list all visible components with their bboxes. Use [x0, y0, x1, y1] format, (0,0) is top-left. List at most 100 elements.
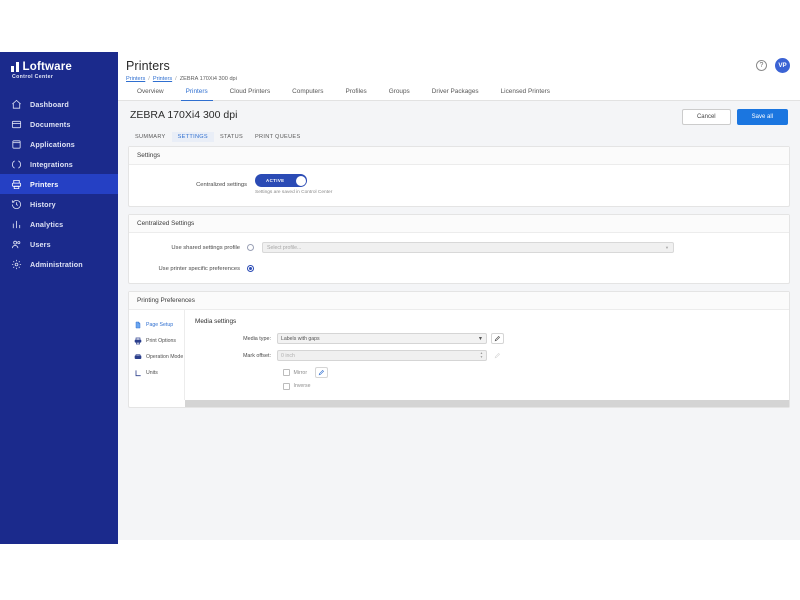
- sidebar-item-label: History: [30, 199, 56, 209]
- breadcrumb-link-first[interactable]: Printers: [126, 76, 146, 82]
- tab-profiles[interactable]: Profiles: [345, 88, 367, 95]
- analytics-icon: [11, 219, 22, 230]
- breadcrumb-separator: /: [148, 76, 150, 82]
- toggle-state-label: ACTIVE: [266, 178, 285, 183]
- profile-select[interactable]: Select profile... ▼: [262, 242, 674, 253]
- sidebar-item-users[interactable]: Users: [0, 234, 118, 254]
- inverse-row: Inverse: [283, 383, 779, 390]
- pencil-icon: [318, 370, 325, 376]
- pref-item-units[interactable]: Units: [129, 365, 184, 381]
- subtab-print-queues[interactable]: PRINT QUEUES: [255, 134, 301, 140]
- stepper-icon[interactable]: ▲▼: [479, 350, 483, 359]
- pref-item-label: Page Setup: [146, 322, 174, 328]
- shared-profile-radio[interactable]: [247, 244, 254, 251]
- help-icon[interactable]: ?: [756, 60, 767, 71]
- cancel-button[interactable]: Cancel: [681, 109, 731, 125]
- sidebar-item-label: Dashboard: [30, 99, 69, 109]
- save-all-button[interactable]: Save all: [736, 109, 788, 125]
- breadcrumb-link-second[interactable]: Printers: [152, 76, 173, 82]
- sidebar-item-label: Integrations: [30, 159, 73, 169]
- sidebar: Loftware Control Center Dashboard Docume…: [0, 52, 118, 544]
- printer-title: ZEBRA 170Xi4 300 dpi: [130, 109, 238, 121]
- sidebar-item-label: Administration: [30, 259, 83, 269]
- sidebar-item-applications[interactable]: Applications: [0, 134, 118, 154]
- tab-printers[interactable]: Printers: [175, 88, 219, 101]
- tab-licensed-printers[interactable]: Licensed Printers: [500, 88, 550, 95]
- tab-computers[interactable]: Computers: [292, 88, 324, 95]
- tab-driver-packages[interactable]: Driver Packages: [431, 88, 479, 95]
- main-area: Printers Printers / Printers / ZEBRA 170…: [118, 52, 800, 544]
- media-type-value: Labels with gaps: [281, 335, 320, 342]
- pref-item-operation-mode[interactable]: Operation Mode: [129, 349, 184, 365]
- loftware-logo-icon: [11, 62, 19, 72]
- integrations-icon: [11, 159, 22, 170]
- sidebar-item-administration[interactable]: Administration: [0, 254, 118, 274]
- tab-cloud-printers[interactable]: Cloud Printers: [229, 88, 271, 95]
- operation-mode-icon: [134, 353, 142, 361]
- printer-specific-radio[interactable]: [247, 265, 254, 272]
- centralized-settings-control: ACTIVE Settings are saved in Control Cen…: [255, 174, 332, 195]
- sidebar-item-documents[interactable]: Documents: [0, 114, 118, 134]
- subtab-summary[interactable]: SUMMARY: [135, 134, 166, 140]
- pref-item-print-options[interactable]: Print Options: [129, 333, 184, 349]
- page-header: Printers Printers / Printers / ZEBRA 170…: [118, 52, 800, 82]
- chevron-down-icon: ▼: [665, 245, 669, 250]
- settings-card-heading: Settings: [129, 147, 789, 165]
- primary-tabs: Overview Printers Cloud Printers Compute…: [118, 88, 800, 101]
- users-icon: [11, 239, 22, 250]
- sidebar-item-printers[interactable]: Printers: [0, 174, 118, 194]
- mark-offset-value: 0 inch: [281, 352, 295, 359]
- media-type-label: Media type:: [243, 335, 271, 342]
- content-pane: ZEBRA 170Xi4 300 dpi Cancel Save all SUM…: [118, 101, 800, 540]
- mirror-label: Mirror: [293, 369, 308, 376]
- printing-preferences-card: Printing Preferences Page Setup Print Op…: [128, 291, 790, 408]
- printer-icon: [11, 179, 22, 190]
- media-settings-title: Media settings: [195, 318, 237, 325]
- object-header: ZEBRA 170Xi4 300 dpi Cancel Save all: [128, 101, 790, 125]
- centralized-settings-toggle[interactable]: ACTIVE: [255, 174, 307, 187]
- pref-item-page-setup[interactable]: Page Setup: [129, 317, 184, 333]
- media-type-row: Media type: Labels with gaps ▼: [195, 333, 779, 344]
- profile-select-value: Select profile...: [267, 244, 302, 251]
- header-actions: ? VP: [756, 58, 790, 73]
- sidebar-item-integrations[interactable]: Integrations: [0, 154, 118, 174]
- pref-item-label: Operation Mode: [146, 354, 184, 360]
- pref-item-label: Units: [146, 370, 158, 376]
- subtab-status[interactable]: STATUS: [219, 134, 244, 140]
- avatar[interactable]: VP: [775, 58, 790, 73]
- mirror-checkbox[interactable]: [283, 369, 290, 376]
- pencil-icon: [494, 353, 500, 359]
- mark-offset-input[interactable]: 0 inch ▲▼: [277, 350, 487, 361]
- sidebar-nav: Dashboard Documents Applications Integra…: [0, 94, 118, 274]
- horizontal-scrollbar[interactable]: [185, 399, 789, 407]
- mirror-edit-button[interactable]: [315, 367, 329, 378]
- printer-specific-row: Use printer specific preferences: [137, 265, 781, 272]
- media-type-edit-button[interactable]: [491, 333, 504, 344]
- media-type-select[interactable]: Labels with gaps ▼: [277, 333, 487, 344]
- breadcrumb-current: ZEBRA 170Xi4 300 dpi: [179, 76, 237, 82]
- secondary-tabs: SUMMARY SETTINGS STATUS PRINT QUEUES: [129, 132, 790, 142]
- toggle-knob: [295, 175, 306, 186]
- pref-item-label: Print Options: [146, 338, 176, 344]
- tab-overview[interactable]: Overview: [137, 88, 164, 95]
- centralized-card-body: Use shared settings profile Select profi…: [129, 233, 789, 283]
- preferences-card-heading: Printing Preferences: [129, 292, 789, 310]
- subtab-settings[interactable]: SETTINGS: [171, 132, 214, 142]
- sidebar-item-label: Printers: [30, 179, 59, 189]
- brand-logo: Loftware Control Center: [0, 52, 118, 80]
- sidebar-item-label: Analytics: [30, 219, 64, 229]
- sidebar-item-label: Users: [30, 239, 51, 249]
- print-options-icon: [134, 337, 142, 345]
- sidebar-item-label: Applications: [30, 139, 75, 149]
- sidebar-item-dashboard[interactable]: Dashboard: [0, 94, 118, 114]
- inverse-checkbox[interactable]: [283, 383, 290, 390]
- settings-card: Settings Centralized settings ACTIVE Set…: [128, 146, 790, 207]
- pencil-icon: [494, 336, 500, 342]
- inverse-label: Inverse: [293, 383, 311, 390]
- sidebar-item-analytics[interactable]: Analytics: [0, 214, 118, 234]
- tab-groups[interactable]: Groups: [388, 88, 410, 95]
- page-setup-icon: [134, 321, 142, 329]
- mark-offset-edit-button[interactable]: [491, 350, 504, 361]
- sidebar-item-history[interactable]: History: [0, 194, 118, 214]
